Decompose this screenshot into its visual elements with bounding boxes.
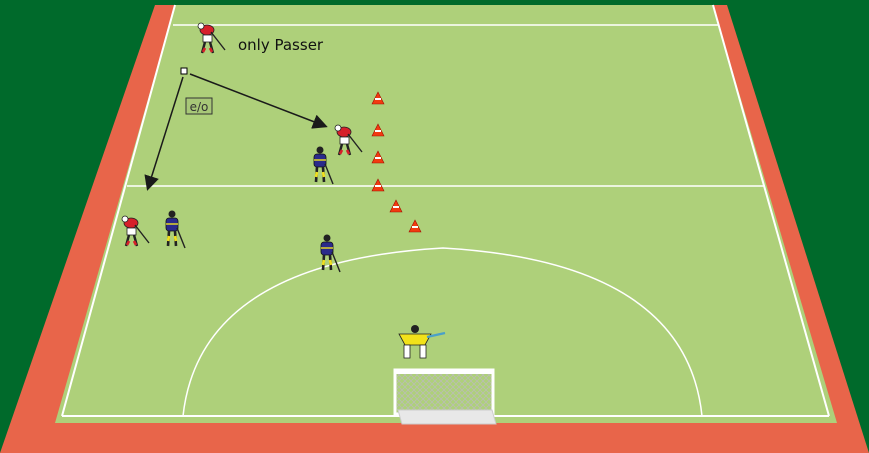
option-tag-text: e/o	[190, 100, 209, 114]
passer-note: only Passer	[238, 36, 324, 54]
ball-marker	[181, 68, 187, 74]
option-tag: e/o	[186, 98, 212, 114]
goal	[395, 370, 496, 424]
